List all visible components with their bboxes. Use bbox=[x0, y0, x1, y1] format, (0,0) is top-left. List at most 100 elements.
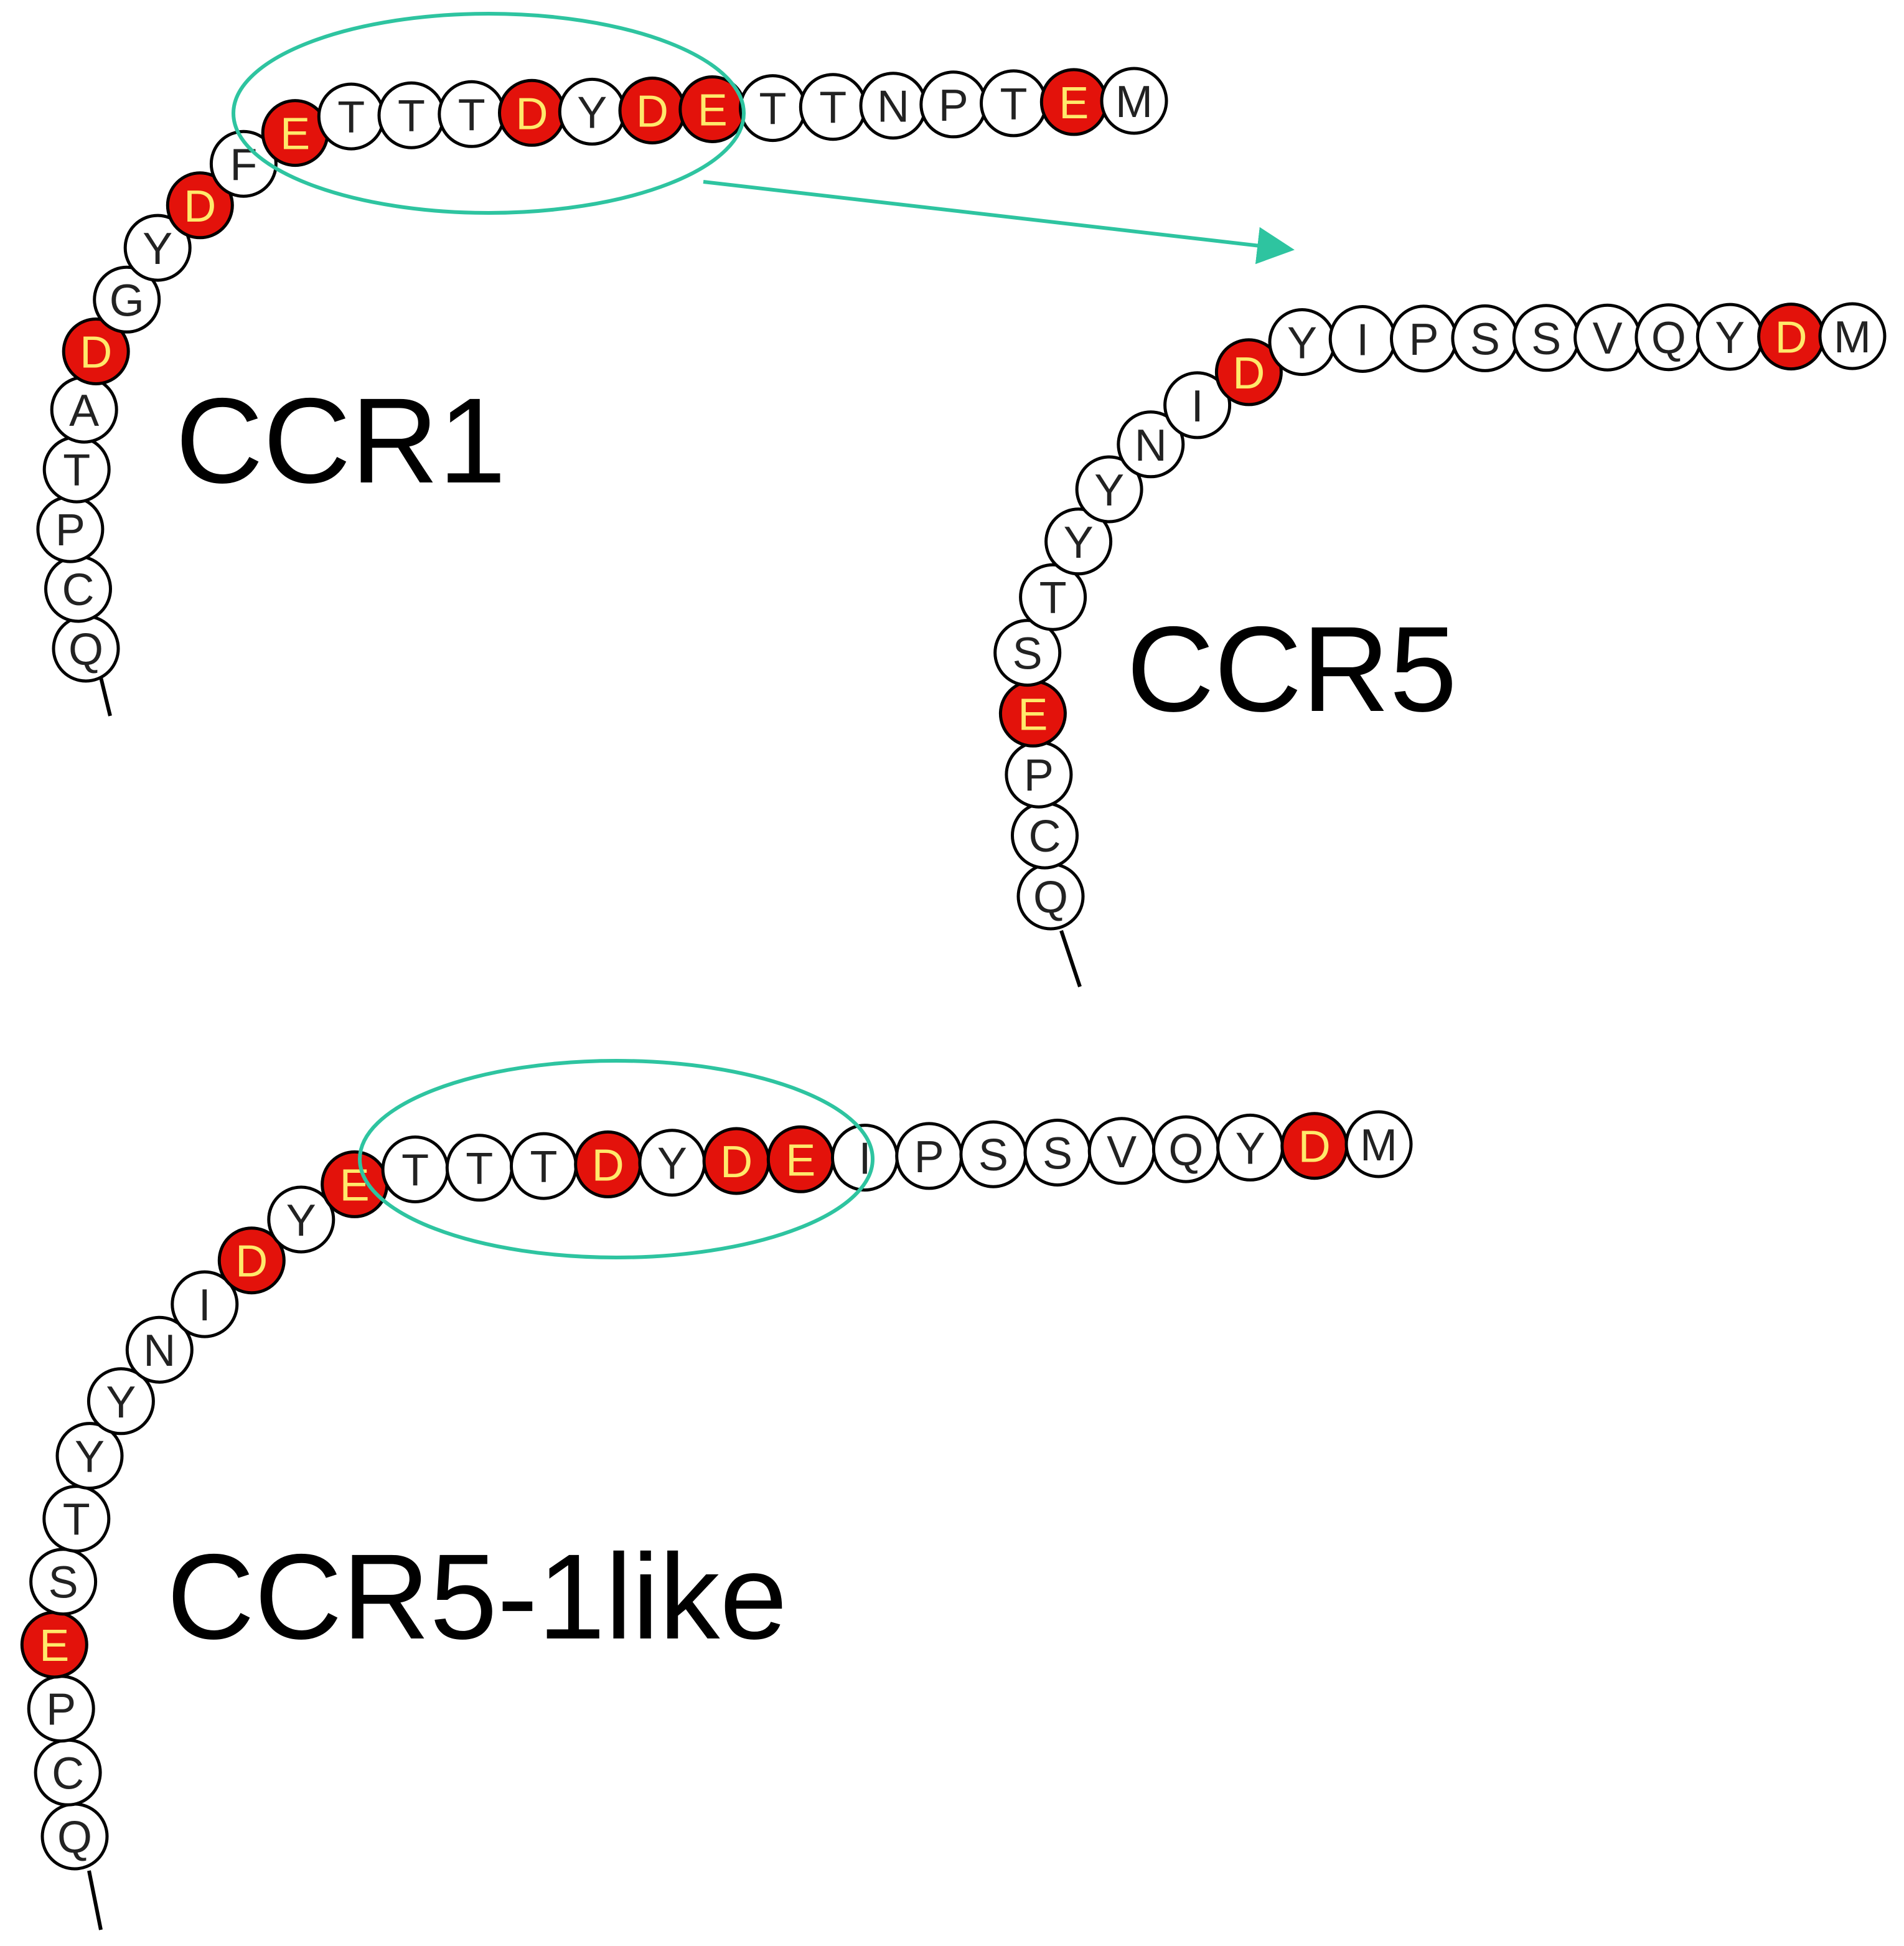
residue-circle bbox=[1044, 507, 1113, 576]
ccr5-1like-residue-16: T bbox=[510, 1132, 578, 1200]
ccr1-residue-23: T bbox=[980, 69, 1048, 138]
ccr5-1like-residue-13: E bbox=[321, 1150, 389, 1218]
residue-letter: E bbox=[786, 1135, 815, 1185]
residue-letter: M bbox=[1834, 313, 1871, 362]
ccr1-residue-17: D bbox=[618, 77, 687, 144]
acidic-residue-circle bbox=[217, 1226, 286, 1295]
ccr5-1like-residue-5: S bbox=[29, 1548, 98, 1616]
ccr1-residue-2: C bbox=[44, 555, 112, 623]
ccr5-residue-18: Q bbox=[1634, 303, 1703, 372]
ccr1-residue-15: D bbox=[498, 78, 566, 147]
residue-letter: C bbox=[52, 1749, 84, 1798]
ccr1-residue-13: T bbox=[377, 81, 446, 149]
residue-circle bbox=[125, 1315, 194, 1384]
ccr5-residue-17: V bbox=[1573, 303, 1642, 372]
residue-letter: D bbox=[1775, 313, 1808, 363]
ccr1-residue-21: N bbox=[859, 72, 927, 140]
residue-circle bbox=[1100, 67, 1168, 135]
residue-letter: T bbox=[337, 93, 365, 143]
ccr5-residue-9: N bbox=[1117, 410, 1185, 479]
ccr5-residue-14: P bbox=[1390, 304, 1458, 373]
ccr5-1like-residue-25: V bbox=[1087, 1117, 1156, 1185]
ccr1-residue-18: E bbox=[678, 75, 747, 143]
residue-letter: Y bbox=[1287, 319, 1317, 369]
ccr5-1like-residue-14: T bbox=[381, 1135, 449, 1203]
residue-circle bbox=[171, 1270, 239, 1338]
residue-letter: F bbox=[230, 140, 257, 190]
ccr1-residue-6: D bbox=[62, 317, 130, 385]
residue-letter: I bbox=[199, 1281, 211, 1330]
ccr5-residue-12: Y bbox=[1268, 308, 1336, 376]
residue-circle bbox=[1163, 371, 1232, 439]
residue-letter: D bbox=[235, 1237, 268, 1287]
residue-letter: P bbox=[1409, 315, 1438, 365]
residue-letter: D bbox=[1298, 1122, 1331, 1172]
residue-circle bbox=[93, 265, 161, 334]
ccr5-1like-residue-2: C bbox=[34, 1738, 102, 1807]
ccr5-1like-residue-7: Y bbox=[55, 1422, 124, 1490]
ccr5-1like-residue-19: D bbox=[702, 1127, 771, 1195]
residue-letter: D bbox=[720, 1137, 753, 1187]
residue-letter: V bbox=[1107, 1127, 1137, 1177]
ccr1-residue-8: Y bbox=[123, 214, 192, 282]
ccr1-residue-22: P bbox=[919, 70, 988, 139]
ccr1-residue-16: Y bbox=[558, 77, 626, 146]
ccr5-1like-residue-3: P bbox=[27, 1675, 95, 1743]
residue-circle bbox=[123, 214, 192, 282]
residue-letter: C bbox=[1029, 812, 1061, 862]
ccr1-residue-4: T bbox=[42, 435, 111, 504]
residue-letter: S bbox=[1013, 629, 1043, 679]
residue-letter: T bbox=[398, 92, 425, 141]
ccr1-residue-12: T bbox=[317, 82, 385, 151]
ccr1-residue-7: G bbox=[93, 265, 161, 334]
residue-letter: Y bbox=[577, 88, 607, 138]
acidic-residue-circle bbox=[62, 317, 130, 385]
residue-letter: D bbox=[516, 89, 548, 139]
residue-letter: S bbox=[1043, 1129, 1072, 1179]
residue-letter: S bbox=[1531, 314, 1561, 364]
residue-letter: P bbox=[46, 1685, 76, 1735]
ccr5-1like-residue-15: T bbox=[445, 1134, 514, 1202]
residue-letter: Q bbox=[68, 625, 103, 675]
ccr5-tail-line bbox=[1059, 930, 1082, 987]
residue-circle bbox=[87, 1367, 155, 1436]
residue-letter: D bbox=[1232, 349, 1265, 398]
residue-letter: P bbox=[55, 505, 85, 555]
residue-letter: T bbox=[530, 1142, 558, 1192]
residue-letter: A bbox=[69, 386, 99, 436]
residue-letter: T bbox=[759, 85, 787, 134]
ccr5-1like-residue-20: E bbox=[766, 1125, 835, 1193]
ccr5-1like-residue-1: Q bbox=[40, 1802, 109, 1871]
residue-letter: E bbox=[1059, 78, 1089, 128]
ccr5-residue-7: Y bbox=[1044, 507, 1113, 576]
residue-letter: E bbox=[280, 110, 310, 159]
ccr1-residue-19: T bbox=[739, 74, 807, 143]
residue-letter: Q bbox=[1168, 1126, 1203, 1175]
ccr5-1like-residue-26: Q bbox=[1151, 1115, 1220, 1183]
residue-letter: S bbox=[49, 1558, 78, 1608]
ccr1-label: CCR1 bbox=[176, 373, 506, 509]
residue-letter: V bbox=[1593, 314, 1623, 364]
residue-letter: C bbox=[62, 565, 95, 615]
acidic-residue-circle bbox=[166, 171, 234, 240]
ccr5-1like-residue-22: P bbox=[895, 1122, 964, 1190]
residue-letter: Q bbox=[1033, 873, 1068, 923]
residue-circle bbox=[209, 129, 278, 198]
residue-letter: P bbox=[914, 1132, 944, 1182]
ccr5-residue-21: M bbox=[1818, 302, 1887, 370]
residue-letter: Y bbox=[1236, 1124, 1265, 1173]
residue-letter: T bbox=[466, 1144, 493, 1194]
residue-letter: T bbox=[63, 1495, 90, 1545]
ccr1-residue-25: M bbox=[1100, 67, 1168, 135]
ccr5-residue-3: P bbox=[1005, 740, 1073, 809]
ccr1-residue-10: F bbox=[209, 129, 278, 198]
ccr1-residue-1: Q bbox=[52, 614, 120, 683]
residue-letter: T bbox=[1039, 573, 1067, 623]
ccr1-residue-20: T bbox=[799, 73, 867, 141]
ccr5-residue-15: S bbox=[1451, 304, 1519, 372]
ccr5-1like-residue-11: D bbox=[217, 1226, 286, 1295]
ccr5-1like-label: CCR5-1like bbox=[167, 1529, 787, 1665]
